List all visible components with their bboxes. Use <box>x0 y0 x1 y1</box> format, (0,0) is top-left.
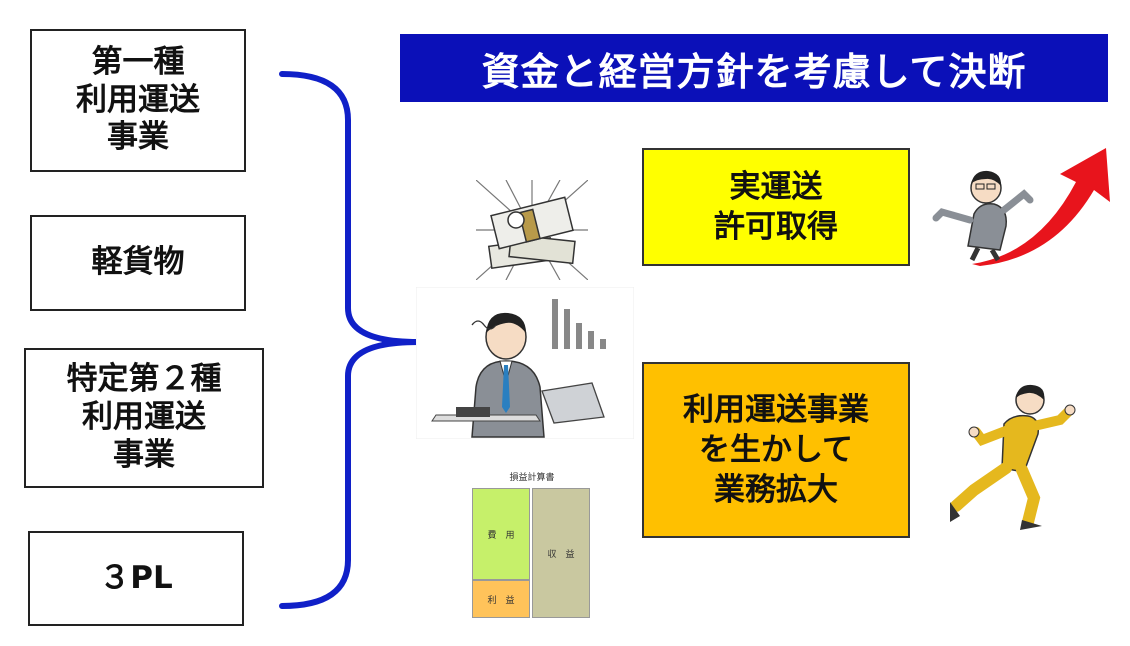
money-stack-icon <box>476 180 588 280</box>
outcome-expand-business: 利用運送事業 を生かして 業務拡大 <box>642 362 910 538</box>
decision-banner: 資金と経営方針を考慮して決断 <box>400 34 1108 102</box>
outcome-acquire-license: 実運送 許可取得 <box>642 148 910 266</box>
option-first-class-forwarding: 第一種 利用運送 事業 <box>30 29 246 172</box>
pl-cost-block: 費 用 <box>472 488 530 580</box>
option-light-cargo: 軽貨物 <box>30 215 246 311</box>
businessman-rising-arrow-icon <box>932 148 1110 266</box>
pl-revenue-block: 収 益 <box>532 488 590 618</box>
option-3pl: ３PL <box>28 531 244 626</box>
pl-statement-title: 損益計算書 <box>509 472 555 483</box>
pl-statement-diagram: 損益計算書 費 用 利 益 収 益 <box>472 470 592 618</box>
running-businessman-icon <box>950 384 1076 530</box>
pl-profit-block: 利 益 <box>472 580 530 618</box>
option-specified-second-class-forwarding: 特定第２種 利用運送 事業 <box>24 348 264 488</box>
worried-businessman-icon <box>416 287 634 439</box>
grouping-brace <box>279 71 421 609</box>
